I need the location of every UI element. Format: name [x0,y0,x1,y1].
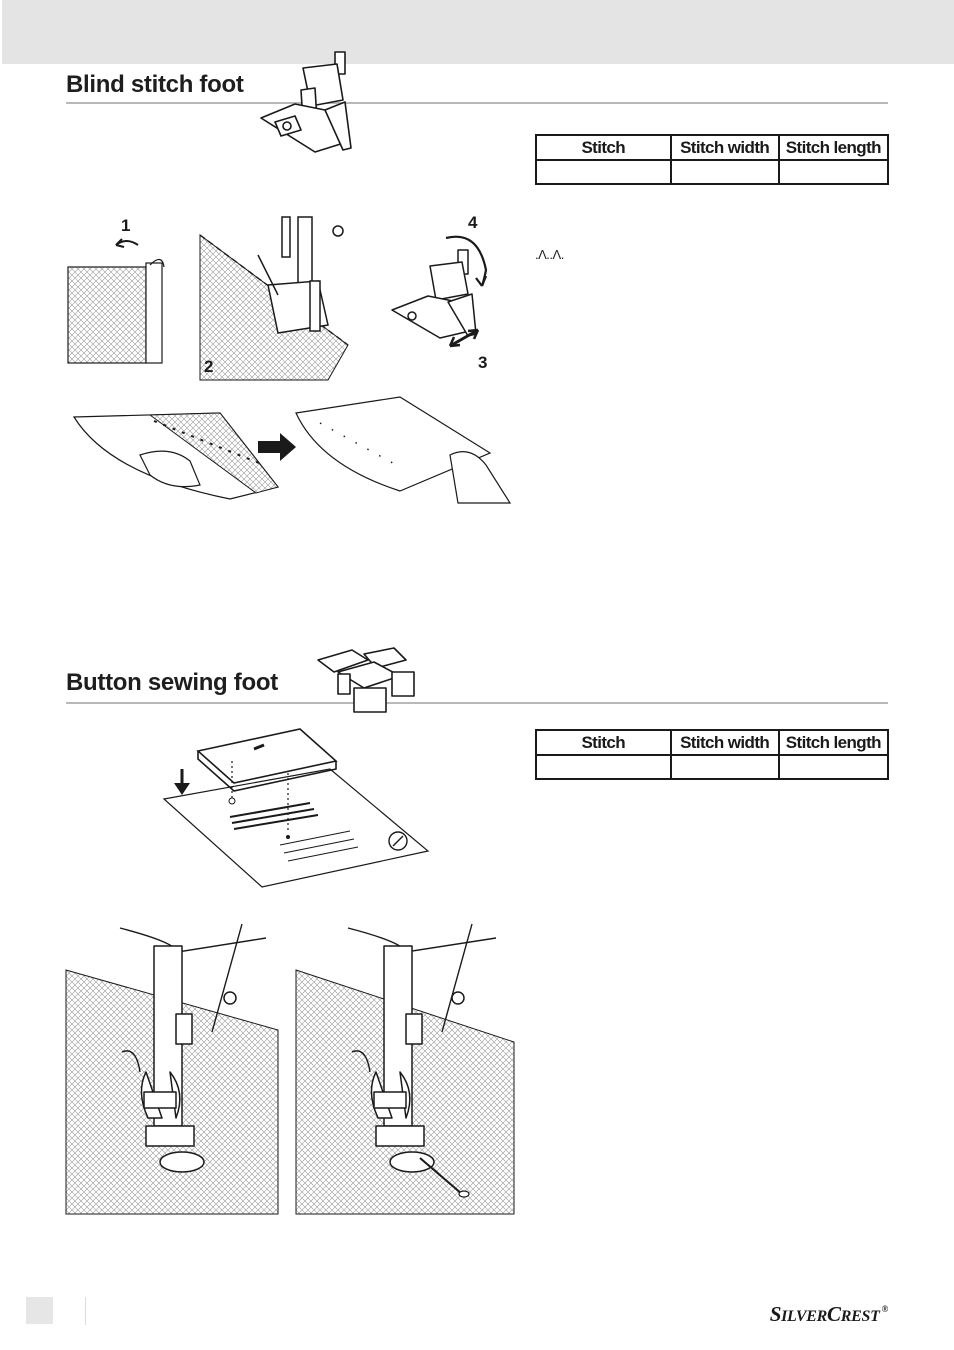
table-cell [777,754,890,780]
table-header-stitch-length: Stitch length [777,134,890,161]
button-sewing-settings-table: Stitch Stitch width Stitch length [535,729,890,780]
blind-stitch-foot-icon [260,51,352,153]
table-cell [777,159,890,185]
blind-stitch-symbol: .Λ..Λ. [535,247,564,262]
foot-on-plate-illustration [162,728,430,888]
hem-before-after-illustration [72,396,512,504]
figure-label-2: 2 [204,357,213,376]
registered-mark: ® [881,1304,889,1314]
brand-big-s: S [769,1302,782,1326]
table-cell [535,754,672,780]
page-number-box [26,1297,53,1324]
table-header-stitch-width: Stitch width [669,134,780,161]
figure-label-3: 3 [478,353,487,372]
brand-big-c: C [827,1302,841,1326]
section-title-blind-stitch: Blind stitch foot [66,71,244,98]
table-header-stitch-length: Stitch length [777,729,890,756]
figure-label-1: 1 [121,216,130,235]
section-title-button-sewing: Button sewing foot [66,669,278,696]
button-sewing-foot-icon [317,647,415,713]
fabric-fold-illustration: 1 [67,216,165,364]
section-rule [66,102,888,104]
figure-label-4: 4 [468,213,478,232]
button-sewing-step-right-illustration [295,923,515,1215]
table-cell [535,159,672,185]
table-cell [669,159,780,185]
blind-stitch-settings-table: Stitch Stitch width Stitch length [535,134,890,185]
brand-logo: SILVERCREST® [769,1302,889,1327]
brand-small-rest: REST [840,1308,880,1325]
header-band [2,0,954,64]
table-header-stitch-width: Stitch width [669,729,780,756]
button-sewing-step-left-illustration [65,923,279,1215]
blind-stitch-sewing-illustration: 2 [199,216,349,381]
footer-divider [85,1297,86,1325]
brand-small-ilver: ILVER [781,1308,828,1325]
table-header-stitch: Stitch [535,729,672,756]
table-header-stitch: Stitch [535,134,672,161]
foot-adjustment-illustration: 4 3 [391,213,487,372]
table-cell [669,754,780,780]
section-rule [66,702,888,704]
